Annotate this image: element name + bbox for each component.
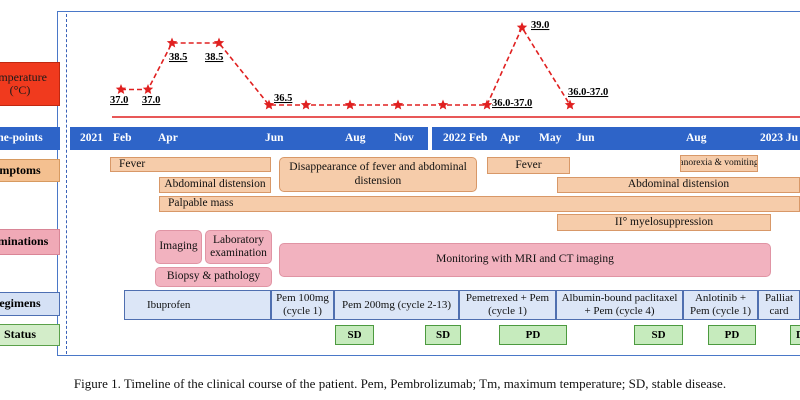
temperature-point — [516, 22, 528, 32]
temperature-point — [115, 84, 127, 94]
tick-aug: Aug — [345, 132, 366, 144]
temperature-label: emperature(°C) — [0, 62, 60, 106]
regimen-pem-200: Pem 200mg (cycle 2-13) — [334, 290, 459, 320]
timepoints-label: ne-points — [0, 127, 60, 150]
tick-nov: Nov — [394, 132, 414, 144]
tick-jun: Jun — [265, 132, 284, 144]
tick-2022-feb: 2022 Feb — [443, 132, 488, 144]
status-badge: SD — [335, 325, 374, 345]
temperature-value-label: 39.0 — [531, 20, 549, 31]
regimen-palliative: Palliat card — [758, 290, 800, 320]
tick-apr: Apr — [158, 132, 178, 144]
figure-frame — [57, 11, 800, 356]
regimen-anlotinib: Anlotinib + Pem (cycle 1) — [683, 290, 758, 320]
regimen-pemetrexed: Pemetrexed + Pem (cycle 1) — [459, 290, 556, 320]
temperature-chart: 37.0 37.0 38.5 38.5 36.5 36.0-37.0 39.0 36.0-37… — [110, 20, 800, 118]
status-badge: SD — [425, 325, 461, 345]
symptom-abdominal-2: Abdominal distension — [557, 177, 800, 193]
temperature-value-label: 36.0-37.0 — [492, 98, 532, 109]
temperature-value-label: 36.0-37.0 — [568, 87, 608, 98]
status-badge: PD — [499, 325, 567, 345]
tick-may: May — [539, 132, 562, 144]
vertical-dashed-line — [66, 14, 67, 354]
tick-2021: 2021 — [80, 132, 103, 144]
exam-imaging: Imaging — [155, 230, 202, 264]
temperature-point — [263, 99, 275, 110]
temperature-point — [392, 99, 404, 110]
temperature-value-label: 36.5 — [274, 93, 292, 104]
temperature-point — [213, 37, 225, 48]
exam-laboratory: Laboratory examination — [205, 230, 272, 264]
figure-caption: Figure 1. Timeline of the clinical cours… — [73, 376, 727, 391]
temperature-value-label: 38.5 — [169, 52, 187, 63]
regimen-albumin-paclitaxel: Albumin-bound paclitaxel + Pem (cycle 4) — [556, 290, 683, 320]
temperature-line — [121, 25, 571, 106]
exam-biopsy: Biopsy & pathology — [155, 267, 272, 287]
symptoms-label: mptoms — [0, 159, 60, 182]
status-badge: SD — [634, 325, 683, 345]
status-badge: PD — [708, 325, 756, 345]
symptom-abdominal-1: Abdominal distension — [159, 177, 271, 193]
temperature-point — [564, 99, 576, 110]
temperature-point — [142, 84, 154, 94]
tick-apr-2022: Apr — [500, 132, 520, 144]
regimen-pem-100: Pem 100mg (cycle 1) — [271, 290, 334, 320]
tick-feb: Feb — [113, 132, 132, 144]
status-badge: D — [790, 325, 800, 345]
regimens-label: egimens — [0, 292, 60, 316]
timeline-bar-2022 — [432, 127, 800, 150]
symptom-anorexia: anorexia & vomiting — [680, 155, 758, 172]
temperature-value-label: 38.5 — [205, 52, 223, 63]
symptom-fever-1: Fever — [110, 157, 271, 172]
examinations-label: aminations — [0, 229, 60, 255]
tick-jun-2022: Jun — [576, 132, 595, 144]
tick-2023: 2023 Ju — [760, 132, 799, 144]
status-label: Status — [0, 324, 60, 346]
temperature-value-label: 37.0 — [142, 95, 160, 106]
symptom-fever-2: Fever — [487, 157, 570, 174]
symptom-palpable-mass: Palpable mass — [159, 196, 800, 212]
temperature-point — [300, 99, 312, 110]
symptom-myelosuppression: II° myelosuppression — [557, 214, 771, 231]
temperature-point — [344, 99, 356, 110]
temperature-point — [166, 37, 178, 48]
temperature-point — [437, 99, 449, 110]
timeline-bar-2021 — [70, 127, 428, 150]
temperature-point — [481, 99, 493, 110]
temperature-value-label: 37.0 — [110, 95, 128, 106]
symptom-disappearance: Disappearance of fever and abdominal dis… — [279, 157, 477, 192]
tick-aug-2022: Aug — [686, 132, 707, 144]
exam-monitoring: Monitoring with MRI and CT imaging — [279, 243, 771, 277]
regimen-ibuprofen: Ibuprofen — [124, 290, 271, 320]
